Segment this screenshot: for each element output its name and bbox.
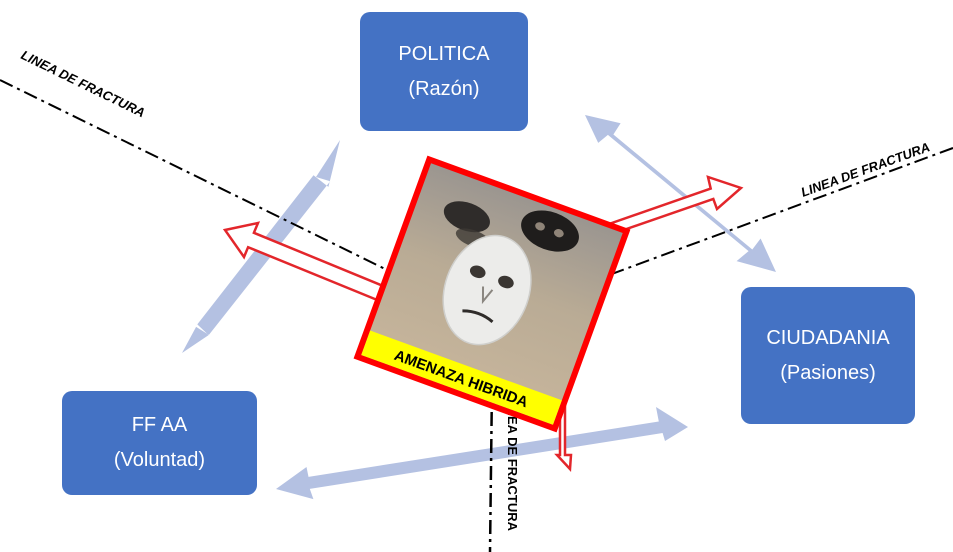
node-politica-title: POLITICA (398, 42, 490, 65)
node-ffaa-subtitle: (Voluntad) (113, 449, 206, 471)
threat-arrow-left (222, 221, 395, 306)
node-politica-subtitle: (Razón) (408, 77, 480, 100)
threat-image: AMENAZA HIBRIDA (353, 155, 631, 433)
white-mask-nose (481, 286, 494, 305)
node-ciudadania-subtitle: (Pasiones) (780, 361, 876, 384)
white-mask-mouth (462, 309, 494, 324)
arrow-ciudadania-ffaa (276, 407, 688, 500)
node-politica: POLITICA (Razón) (360, 12, 528, 131)
white-mask (442, 234, 532, 346)
node-ffaa: FF AA (Voluntad) (62, 391, 257, 495)
dark-mask-eye-left (535, 222, 545, 231)
fracture-line-left (0, 79, 541, 346)
arrow-politica-ciudadania (585, 115, 776, 272)
node-ffaa-title: FF AA (131, 414, 188, 436)
white-mask-eye-left (469, 265, 486, 279)
node-ciudadania-title: CIUDADANIA (766, 326, 890, 349)
fracture-line-bottom (488, 384, 494, 552)
dark-mask-left (443, 201, 490, 233)
fracture-label-right: LINEA DE FRACTURA (799, 139, 932, 200)
node-ciudadania: CIUDADANIA (Pasiones) (741, 287, 915, 424)
fracture-label-left: LINEA DE FRACTURA (19, 47, 148, 120)
dark-mask-eye-right (553, 229, 564, 238)
white-mask-eye-right (498, 275, 514, 289)
threat-label-band (361, 330, 562, 425)
dark-mask-right (521, 210, 579, 252)
fracture-label-bottom: LINEA DE FRACTURA (505, 395, 520, 532)
